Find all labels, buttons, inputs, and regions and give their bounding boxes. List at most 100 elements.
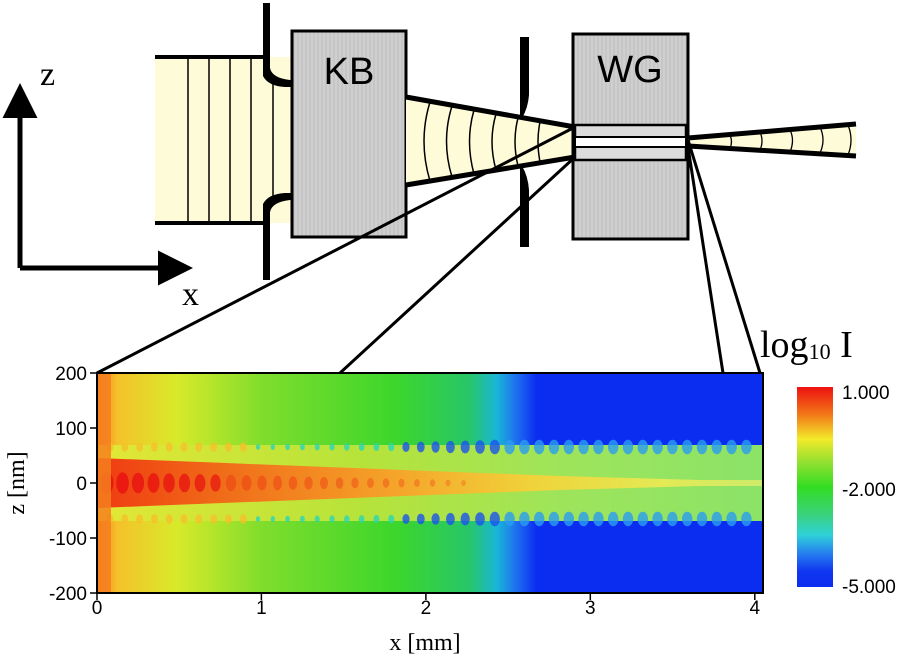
core-spot bbox=[288, 476, 298, 490]
core-spot bbox=[320, 476, 328, 490]
side-lobe-spot bbox=[136, 514, 144, 524]
side-lobe-spot bbox=[504, 439, 515, 455]
side-lobe-spot bbox=[711, 511, 722, 527]
side-lobe-spot bbox=[416, 513, 425, 525]
side-lobe-spot bbox=[121, 442, 129, 452]
core-spot bbox=[414, 479, 420, 487]
xtick-label: 0 bbox=[92, 598, 103, 619]
side-lobe-spot bbox=[344, 515, 350, 523]
side-lobe-spot bbox=[210, 442, 218, 452]
ytick-label: 100 bbox=[55, 419, 87, 440]
core-spot bbox=[210, 474, 221, 492]
side-lobe-spot bbox=[696, 439, 708, 455]
side-lobe-spot bbox=[489, 511, 500, 527]
colorbar-title: log10 I bbox=[760, 324, 853, 366]
incoming-beam bbox=[155, 55, 293, 225]
core-spot bbox=[225, 474, 237, 492]
side-lobe-spot bbox=[373, 443, 380, 451]
axis-label-x: x bbox=[182, 276, 199, 313]
side-lobe-spot bbox=[373, 515, 380, 523]
side-lobe-spot bbox=[314, 443, 320, 451]
side-lobe-spot bbox=[388, 514, 395, 524]
core-spot bbox=[147, 473, 160, 493]
side-lobe-spot bbox=[239, 514, 247, 524]
core-spot bbox=[351, 477, 359, 489]
zoom-lines bbox=[96, 125, 762, 375]
side-lobe-spot bbox=[682, 439, 693, 455]
side-lobe-spot bbox=[358, 443, 365, 451]
core-spot bbox=[335, 477, 344, 489]
side-lobe-spot bbox=[548, 511, 560, 527]
side-lobe-spot bbox=[667, 511, 678, 527]
waveguide-box: WG bbox=[571, 32, 690, 241]
side-lobe-spot bbox=[504, 511, 515, 527]
side-lobe-spot bbox=[652, 439, 663, 455]
wavefronts-incoming bbox=[187, 57, 274, 223]
side-lobe-spot bbox=[165, 514, 173, 524]
side-lobe-spot bbox=[726, 511, 737, 527]
side-lobe-spot bbox=[475, 512, 485, 526]
heatmap-plot: 0 1 2 3 4 200 100 0 -100 -200 x [mm] z [… bbox=[4, 364, 764, 656]
side-lobe-spot bbox=[402, 442, 410, 452]
core-intensity-spots bbox=[100, 472, 466, 494]
side-lobe-spot bbox=[255, 444, 261, 450]
side-lobe-spot bbox=[121, 514, 129, 524]
side-lobe-spot bbox=[195, 442, 203, 452]
side-lobe-spot bbox=[180, 514, 188, 524]
side-lobe-spot bbox=[270, 444, 275, 450]
core-spot bbox=[241, 475, 252, 491]
side-lobe-spot bbox=[696, 511, 708, 527]
second-slit bbox=[520, 37, 529, 247]
core-spot bbox=[445, 479, 451, 487]
side-lobe-spot bbox=[416, 441, 425, 453]
side-lobe-spot bbox=[548, 439, 560, 455]
side-lobe-spot bbox=[180, 442, 188, 452]
core-spot bbox=[398, 478, 405, 488]
coordinate-axes: z x bbox=[2, 56, 199, 313]
side-lobe-spot bbox=[519, 511, 530, 527]
side-lobe-spot bbox=[741, 439, 752, 455]
xtick-label: 4 bbox=[750, 598, 761, 619]
side-lobe-spot bbox=[608, 511, 619, 527]
side-lobe-spot bbox=[593, 511, 604, 527]
side-lobe-spot bbox=[637, 439, 648, 455]
side-lobe-spot bbox=[151, 514, 158, 524]
side-lobe-spot bbox=[329, 515, 335, 523]
side-lobe-spot bbox=[285, 443, 290, 451]
side-lobe-spot bbox=[519, 439, 530, 455]
side-lobe-spot bbox=[534, 439, 545, 455]
side-lobe-spot bbox=[682, 511, 693, 527]
heatmap-field bbox=[97, 373, 763, 593]
core-spot bbox=[367, 477, 374, 489]
side-lobe-spots bbox=[106, 439, 752, 527]
side-lobe-spot bbox=[255, 516, 261, 522]
core-spot bbox=[163, 473, 175, 493]
ytick-label: -100 bbox=[49, 529, 87, 550]
core-spot bbox=[194, 474, 206, 492]
side-lobe-spot bbox=[741, 511, 752, 527]
ytick-label: 0 bbox=[76, 474, 87, 495]
side-lobe-spot bbox=[446, 512, 455, 526]
side-lobe-spot bbox=[358, 515, 365, 523]
side-lobe-spot bbox=[270, 516, 275, 522]
side-lobe-spot bbox=[637, 511, 648, 527]
side-lobe-spot bbox=[344, 443, 350, 451]
side-lobe-spot bbox=[622, 511, 634, 527]
side-lobe-spot bbox=[475, 440, 485, 454]
side-lobe-spot bbox=[460, 512, 470, 526]
core-spot bbox=[382, 478, 390, 488]
xtick-label: 3 bbox=[585, 598, 596, 619]
core-spot bbox=[178, 473, 191, 493]
side-lobe-spot bbox=[563, 439, 574, 455]
side-lobe-spot bbox=[388, 442, 395, 452]
entrance-slit bbox=[263, 3, 293, 280]
colorbar-tick-min: -5.000 bbox=[842, 577, 896, 598]
side-lobe-spot bbox=[608, 439, 619, 455]
side-lobe-spot bbox=[239, 442, 247, 452]
side-lobe-spot bbox=[431, 513, 440, 525]
colorbar-gradient bbox=[797, 387, 833, 587]
exit-beam bbox=[687, 121, 857, 159]
side-lobe-spot bbox=[225, 442, 232, 452]
wg-label: WG bbox=[597, 49, 662, 91]
